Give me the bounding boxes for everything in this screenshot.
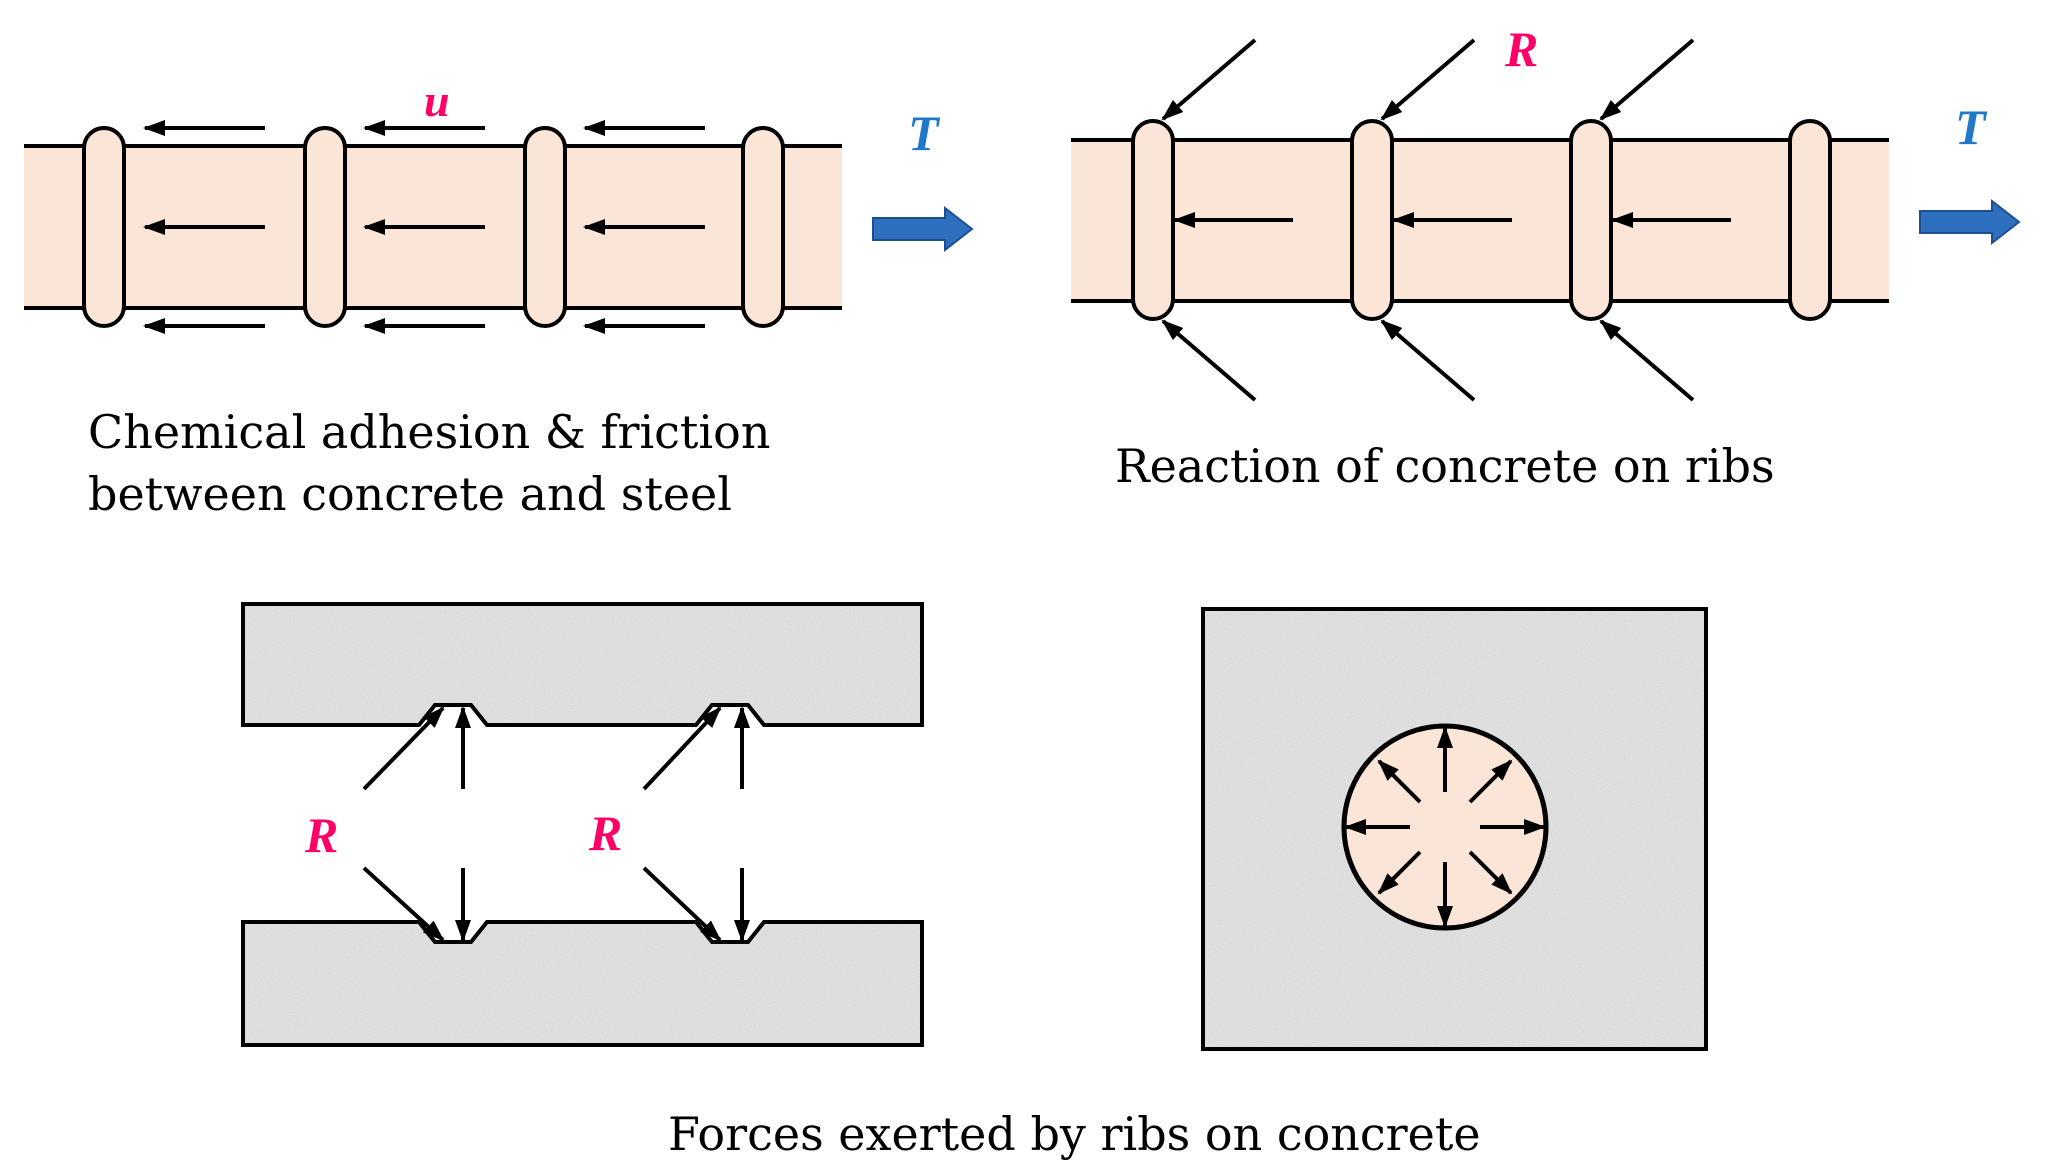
reaction-arrow: [1380, 38, 1476, 121]
adhesion-caption-line2: between concrete and steel: [88, 467, 732, 521]
rib: [1788, 119, 1832, 321]
inclined-force-arrow: [362, 866, 445, 942]
tension-label: T: [1955, 99, 1988, 155]
forces-caption: Forces exerted by ribs on concrete: [668, 1107, 1481, 1161]
radial-pressure-arrows: [1344, 726, 1546, 928]
radial-arrow: [1377, 850, 1422, 895]
reaction-arrow: [1380, 319, 1476, 402]
reaction-arrow: [1161, 38, 1257, 121]
tension-arrow: [872, 205, 974, 253]
reaction-arrow: [1599, 38, 1695, 121]
rib: [741, 126, 785, 328]
reaction-arrow: [1599, 319, 1695, 402]
rib: [523, 126, 567, 328]
longitudinal-section: R R: [241, 602, 924, 1047]
adhesion-caption-line1: Chemical adhesion & friction: [88, 405, 770, 459]
concrete-upper: [241, 602, 924, 727]
inclined-force-arrow: [642, 866, 722, 942]
reaction-arrows-top: [1161, 38, 1695, 121]
rib: [1350, 119, 1394, 321]
inclined-force-arrow: [642, 706, 722, 791]
reaction-label: R: [1504, 21, 1538, 77]
reaction-label: R: [588, 805, 622, 861]
rib: [303, 126, 347, 328]
adhesion-panel: u T Chemical adhesion & friction between…: [24, 75, 974, 521]
tension-arrow: [1919, 198, 2021, 246]
radial-arrow: [1468, 850, 1513, 895]
cross-section: [1201, 607, 1708, 1051]
reaction-panel: R T Reaction of concrete on ribs: [1071, 21, 2021, 493]
reaction-arrows-bottom: [1161, 319, 1695, 402]
inclined-force-arrow: [362, 706, 445, 791]
radial-arrow: [1377, 759, 1422, 804]
rib-force-arrows: [362, 706, 750, 942]
reaction-label: R: [304, 807, 338, 863]
rib: [1569, 119, 1613, 321]
bond-stress-label: u: [424, 75, 450, 126]
radial-arrow: [1468, 759, 1513, 804]
rib: [82, 126, 126, 328]
reaction-arrow: [1161, 319, 1257, 402]
reaction-caption: Reaction of concrete on ribs: [1115, 439, 1775, 493]
rib: [1131, 119, 1175, 321]
tension-label: T: [908, 105, 941, 161]
concrete-block: [1201, 607, 1708, 1051]
concrete-lower: [241, 920, 924, 1047]
